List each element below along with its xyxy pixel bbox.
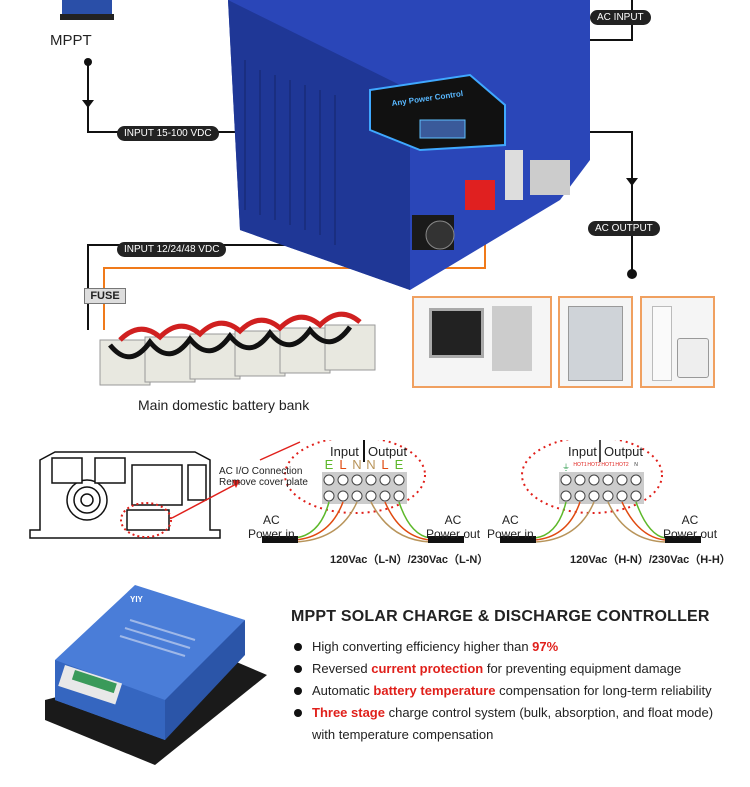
text: AC: [502, 513, 519, 527]
left-input-label: Input: [330, 444, 359, 459]
terminal-label: HOT1: [601, 462, 615, 468]
text: Power in: [487, 527, 534, 541]
right-terminal-labels: ⏚ HOT1 HOT2 HOT1 HOT2 N: [559, 462, 643, 473]
text: Automatic: [312, 683, 374, 698]
text: charge control system (bulk, absorption,…: [384, 705, 714, 720]
highlight: current protection: [371, 661, 484, 676]
io-connection-note: AC I/O Connection Remove cover plate: [219, 466, 308, 488]
text: High converting efficiency higher than: [312, 639, 533, 654]
text: AC: [444, 513, 462, 527]
wiring-diagram-top: Any Power Control: [60, 0, 638, 386]
battery-caption: Main domestic battery bank: [138, 397, 310, 413]
terminal-label: HOT2: [615, 462, 629, 468]
controller-title: MPPT SOLAR CHARGE & DISCHARGE CONTROLLER: [291, 608, 710, 625]
left-output-label: Output: [368, 444, 408, 459]
left-terminal-labels: E L N N L E: [322, 457, 406, 472]
terminal-label: E: [324, 457, 334, 472]
feature-item-continuation: with temperature compensation: [312, 727, 494, 742]
left-voltage-label: 120Vac（L-N）/230Vac（L-N）: [330, 554, 489, 566]
right-input-label: Input: [568, 444, 597, 459]
highlight: Three stage: [312, 705, 385, 720]
ac-input-tag: AC INPUT: [590, 10, 651, 25]
terminal-label: E: [394, 457, 404, 472]
feature-list: High converting efficiency higher than 9…: [292, 636, 713, 746]
io-note-line-1: AC I/O Connection: [219, 466, 303, 477]
io-note-line-2: Remove cover plate: [219, 477, 308, 488]
text: Reversed: [312, 661, 372, 676]
inverter-rear-panel-drawing: [29, 451, 221, 539]
inverter-image: Any Power Control: [228, 0, 590, 290]
text: AC: [681, 513, 699, 527]
text: compensation for long-term reliability: [495, 683, 712, 698]
computer-photo: [412, 296, 552, 388]
terminal-label: N: [352, 457, 362, 472]
mppt-controller-image: YIY: [45, 585, 267, 765]
pv-wire: [87, 62, 300, 133]
text: Power out: [426, 527, 481, 541]
terminal-label: HOT1: [573, 462, 587, 468]
battery-bank-image: [99, 311, 376, 386]
feature-item: Automatic battery temperature compensati…: [292, 680, 713, 702]
highlight: battery temperature: [373, 683, 496, 698]
terminal-label: N: [366, 457, 376, 472]
air-conditioner-photo: [640, 296, 715, 388]
right-voltage-label: 120Vac（H-N）/230Vac（H-H）: [570, 554, 731, 566]
ac-output-tag: AC OUTPUT: [588, 221, 660, 236]
text: Power in: [248, 527, 295, 541]
controller-brand-logo: YIY: [130, 595, 144, 604]
feature-item: Reversed current protection for preventi…: [292, 658, 713, 680]
highlight: 97%: [532, 639, 559, 654]
mppt-label: MPPT: [50, 32, 92, 49]
right-output-label: Output: [604, 444, 644, 459]
feature-item: Three stage charge control system (bulk,…: [292, 702, 713, 724]
text: Power out: [663, 527, 718, 541]
input-battery-tag: INPUT 12/24/48 VDC: [117, 242, 227, 257]
input-pv-tag: INPUT 15-100 VDC: [117, 126, 219, 141]
mppt-device-image: [60, 0, 114, 20]
terminal-label: L: [381, 457, 389, 472]
terminal-label: ⏚: [562, 463, 570, 472]
electrical-cabinet-photo: [558, 296, 633, 388]
terminal-label: N: [634, 462, 638, 468]
ac-io-wiring-diagram: [29, 440, 701, 543]
fuse-box: FUSE: [84, 288, 126, 304]
terminal-label: L: [339, 457, 347, 472]
text: AC: [263, 513, 280, 527]
text: for preventing equipment damage: [483, 661, 682, 676]
feature-item: High converting efficiency higher than 9…: [292, 636, 713, 658]
terminal-label: HOT2: [587, 462, 601, 468]
